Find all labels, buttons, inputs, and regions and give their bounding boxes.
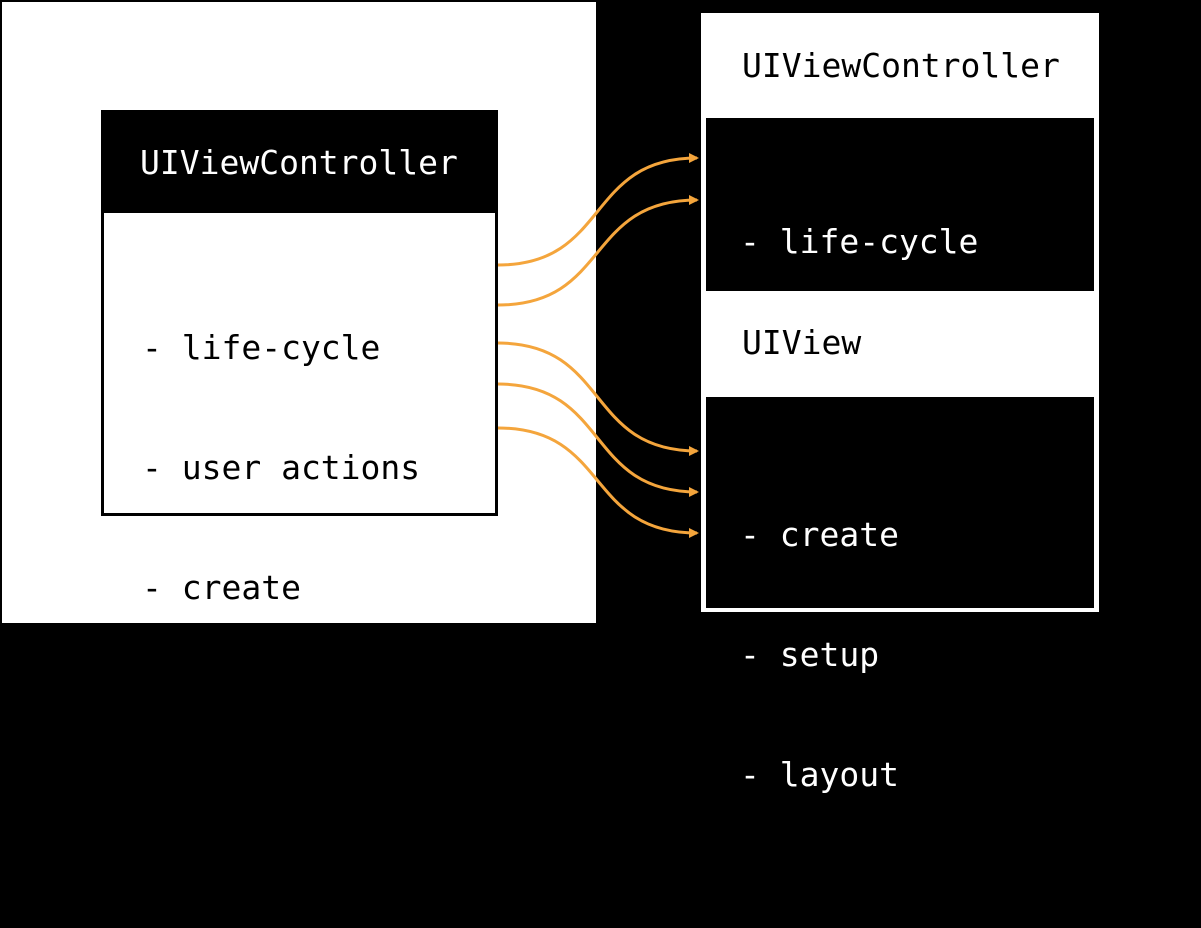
item-setup: - setup (142, 688, 282, 727)
item-user-actions: - user actions (142, 448, 421, 487)
controller-item-life-cycle: - life-cycle (740, 222, 979, 261)
split-box: UIViewController - life-cycle - user act… (701, 13, 1099, 794)
controller-title: UIViewController (742, 46, 1060, 85)
combined-controller-box: UIViewController - life-cycle - user act… (101, 110, 498, 847)
view-item-layout: - layout (740, 755, 899, 794)
item-life-cycle: - life-cycle (142, 328, 381, 367)
controller-block: - life-cycle - user actions (706, 118, 1094, 381)
combined-controller-title: UIViewController (140, 143, 458, 182)
item-layout: - layout (142, 808, 301, 847)
view-title: UIView (742, 323, 862, 362)
controller-item-user-actions: - user actions (740, 342, 1019, 381)
combined-controller-header: UIViewController (104, 113, 495, 213)
view-block: - create - setup - layout (706, 397, 1094, 794)
diagram-canvas: UIViewController - life-cycle - user act… (2, 2, 1099, 847)
view-item-setup: - setup (740, 635, 880, 674)
view-item-create: - create (740, 515, 899, 554)
combined-controller-items: - life-cycle - user actions - create - s… (142, 248, 420, 928)
item-create: - create (142, 568, 301, 607)
